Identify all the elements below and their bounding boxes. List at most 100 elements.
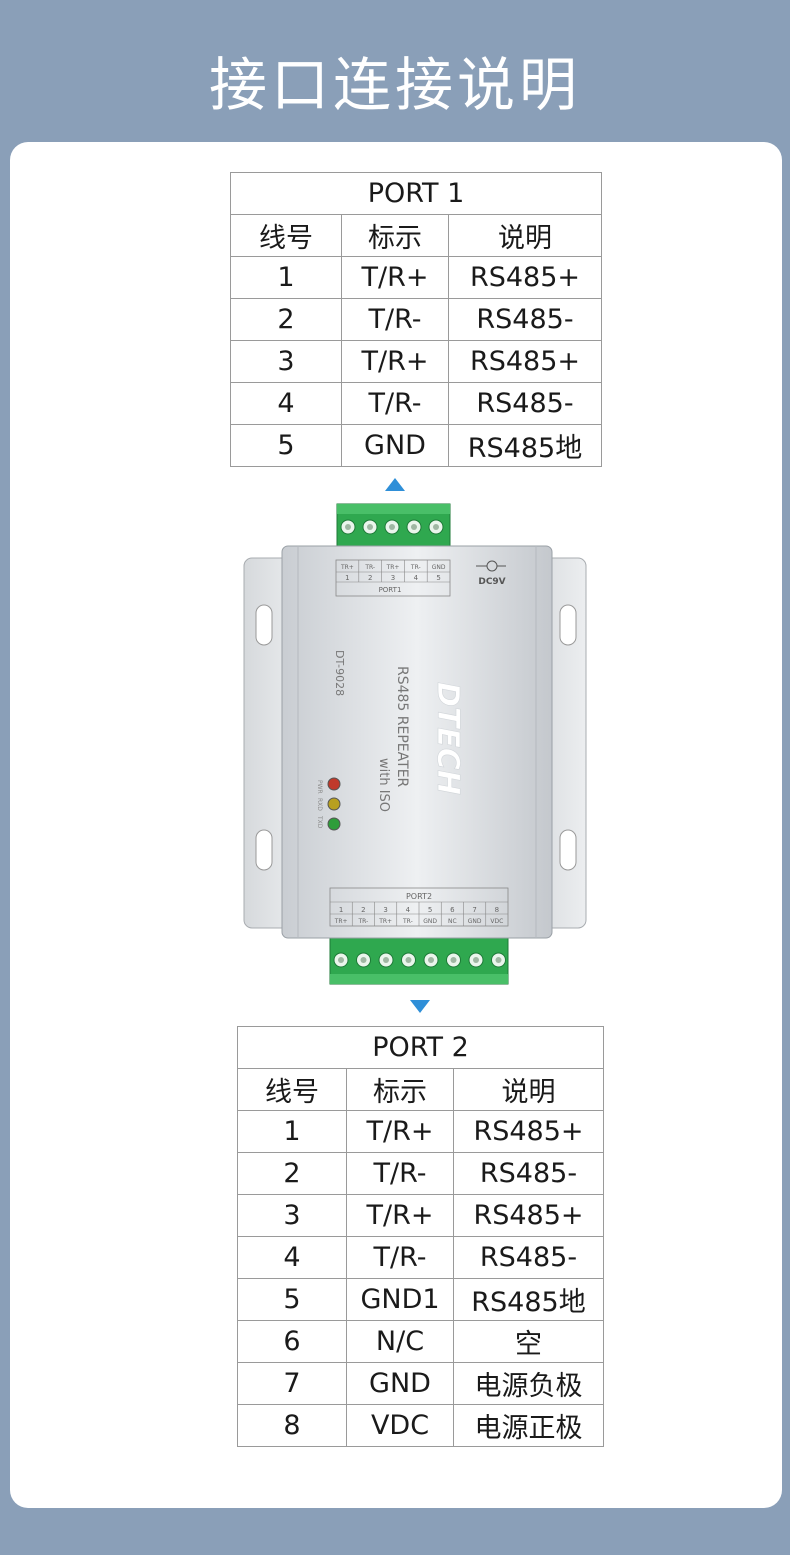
mount-slot: [559, 829, 577, 871]
product-line2: with ISO: [376, 758, 391, 812]
cell: 4: [237, 1236, 347, 1279]
terminal-screw-head: [450, 957, 457, 963]
mount-slot: [559, 604, 577, 646]
cell: 2: [230, 298, 342, 341]
port2-caption: PORT 2: [237, 1026, 604, 1069]
cell: 4: [230, 382, 342, 425]
table-row: 5 GND1 RS485地: [237, 1278, 604, 1321]
port2-pin-number: 3: [383, 906, 387, 914]
cell: T/R+: [341, 340, 449, 383]
table-row: 5 GND RS485地: [230, 424, 602, 467]
port2-pin-number: 4: [406, 906, 411, 914]
led-txd: [327, 817, 341, 831]
terminal-screw-head: [405, 957, 412, 963]
port2-pin-number: 8: [495, 906, 499, 914]
cell: 电源正极: [453, 1404, 604, 1447]
cell: T/R+: [346, 1194, 454, 1237]
cell: 2: [237, 1152, 347, 1195]
port2-pin-label: NC: [448, 918, 457, 925]
terminal-screw-head: [383, 957, 389, 963]
cell: RS485+: [453, 1110, 604, 1153]
table-row: 3 T/R+ RS485+: [237, 1194, 604, 1237]
mount-slot: [255, 829, 273, 871]
port1-pin-number: 4: [414, 574, 419, 582]
arrow-down-icon: [410, 1000, 430, 1013]
cell: GND: [341, 424, 449, 467]
cell: RS485-: [448, 382, 602, 425]
port1-pin-number: 1: [345, 574, 349, 582]
port2-header-mark: 标示: [346, 1068, 454, 1111]
port1-header-mark: 标示: [341, 214, 449, 257]
cell: RS485-: [448, 298, 602, 341]
led-label: TXD: [316, 815, 323, 829]
page-title: 接口连接说明: [208, 51, 581, 119]
cell: GND: [346, 1362, 454, 1405]
table-row: 4 T/R- RS485-: [237, 1236, 604, 1279]
cell: 1: [230, 256, 342, 299]
port1-terminal-block: [336, 503, 451, 549]
cell: 6: [237, 1320, 347, 1363]
cell: RS485+: [448, 340, 602, 383]
cell: 电源负极: [453, 1362, 604, 1405]
port2-pin-label: GND: [468, 918, 482, 925]
port2-pin-label: TR+: [334, 918, 348, 925]
product-line1: RS485 REPEATER: [394, 666, 410, 788]
cell: N/C: [346, 1320, 454, 1363]
cell: T/R+: [346, 1110, 454, 1153]
cell: 5: [230, 424, 342, 467]
port2-pin-number: 7: [472, 906, 476, 914]
cell: 7: [237, 1362, 347, 1405]
port1-header-row: 线号 标示 说明: [230, 214, 602, 257]
port2-pin-label: TR-: [402, 918, 413, 925]
terminal-screw-head: [473, 957, 479, 963]
table-row: 3 T/R+ RS485+: [230, 340, 602, 383]
dc-power-icon: DC9V: [476, 560, 506, 587]
device-body: [281, 545, 553, 939]
port2-table: PORT 2 线号 标示 说明 1 T/R+ RS485+ 2 T/R- RS4…: [237, 1026, 604, 1447]
cell: 5: [237, 1278, 347, 1321]
power-label: DC9V: [478, 577, 505, 587]
port2-caption-row: PORT 2: [237, 1026, 604, 1069]
port2-terminal-block: [329, 937, 509, 985]
port1-pin-label: TR-: [364, 564, 375, 571]
led-rxd: [327, 797, 341, 811]
status-leds: PWR RXD TXD: [316, 777, 341, 831]
table-row: 7 GND 电源负极: [237, 1362, 604, 1405]
table-row: 2 T/R- RS485-: [230, 298, 602, 341]
terminal-screw-head: [389, 524, 395, 530]
terminal-screw-head: [428, 957, 434, 963]
led-pwr: [327, 777, 341, 791]
port1-device-label: PORT1: [379, 586, 402, 594]
cell: 8: [237, 1404, 347, 1447]
port2-pin-label: VDC: [490, 918, 503, 925]
port2-pin-label: TR-: [357, 918, 368, 925]
port2-pin-number: 5: [428, 906, 432, 914]
cell: RS485-: [453, 1152, 604, 1195]
cell: 3: [230, 340, 342, 383]
cell: T/R-: [346, 1152, 454, 1195]
terminal-screw-head: [345, 524, 351, 530]
port1-header-desc: 说明: [448, 214, 602, 257]
cell: T/R-: [341, 382, 449, 425]
port1-pin-number: 5: [436, 574, 440, 582]
port1-table: PORT 1 线号 标示 说明 1 T/R+ RS485+ 2 T/R- RS4…: [230, 172, 602, 467]
port2-pin-number: 6: [450, 906, 455, 914]
terminal-screw-head: [433, 524, 439, 530]
cell: RS485+: [453, 1194, 604, 1237]
table-row: 1 T/R+ RS485+: [230, 256, 602, 299]
cell: 3: [237, 1194, 347, 1237]
port1-pin-label: GND: [432, 564, 446, 571]
port2-pin-label: GND: [423, 918, 437, 925]
table-row: 6 N/C 空: [237, 1320, 604, 1363]
cell: T/R-: [346, 1236, 454, 1279]
terminal-screw-head: [367, 524, 373, 530]
cell: RS485-: [453, 1236, 604, 1279]
cell: RS485地: [453, 1278, 604, 1321]
port1-pin-number: 2: [368, 574, 372, 582]
port1-header-number: 线号: [230, 214, 342, 257]
table-row: 2 T/R- RS485-: [237, 1152, 604, 1195]
terminal-screw-head: [495, 957, 502, 963]
mount-slot: [255, 604, 273, 646]
